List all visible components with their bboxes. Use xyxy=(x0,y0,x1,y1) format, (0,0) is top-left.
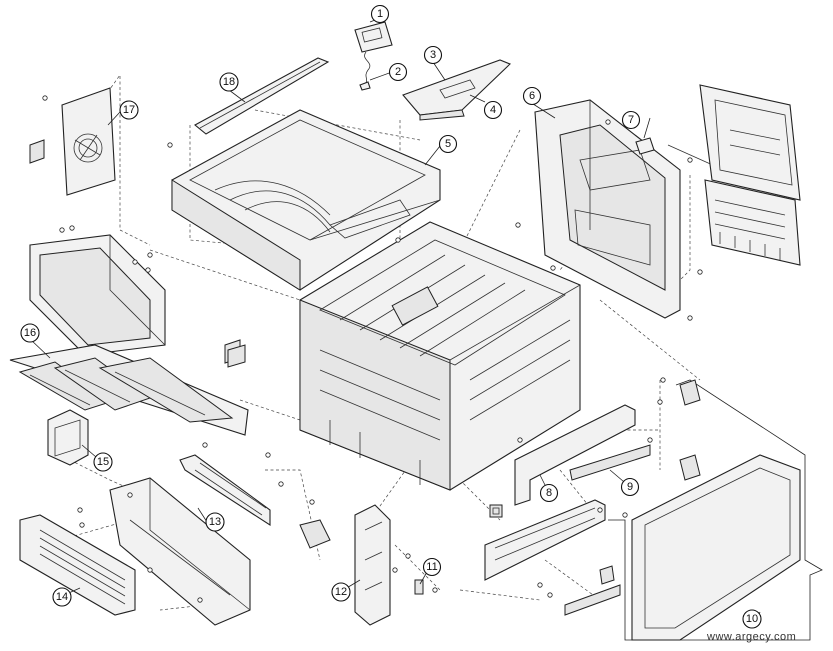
front-louver-panel-part xyxy=(19,514,136,616)
rear-guide-part xyxy=(179,454,271,527)
callout-12-label: 12 xyxy=(335,586,347,598)
screws xyxy=(42,95,703,603)
callout-6: 6 xyxy=(522,86,542,106)
callout-3-label: 3 xyxy=(430,49,436,61)
callout-4: 4 xyxy=(483,100,503,120)
callout-1-label: 1 xyxy=(377,8,383,20)
leader-lines xyxy=(29,17,761,623)
callout-5: 5 xyxy=(438,134,458,154)
callout-1: 1 xyxy=(370,4,390,24)
callout-15-label: 15 xyxy=(97,456,109,468)
callout-16-label: 16 xyxy=(24,327,36,339)
callout-11: 11 xyxy=(422,557,442,577)
callout-2: 2 xyxy=(388,62,408,82)
callout-7: 7 xyxy=(621,110,641,130)
callout-17: 17 xyxy=(119,100,139,120)
front-lower-panel-part xyxy=(484,499,621,616)
small-tab-part xyxy=(414,579,424,595)
vertical-bracket-part xyxy=(354,504,391,626)
tray-set-part xyxy=(9,344,249,436)
callout-4-label: 4 xyxy=(490,104,496,116)
callout-12: 12 xyxy=(331,582,351,602)
upper-right-panel-part xyxy=(699,84,801,201)
callout-14: 14 xyxy=(52,587,72,607)
callout-3: 3 xyxy=(423,45,443,65)
callout-13: 13 xyxy=(205,512,225,532)
fan-panel-part xyxy=(29,87,116,196)
callout-17-label: 17 xyxy=(123,104,135,116)
callout-10: 10 xyxy=(742,609,762,629)
callout-5-label: 5 xyxy=(445,138,451,150)
callout-11-label: 11 xyxy=(426,561,437,573)
right-side-cover-part xyxy=(534,99,681,319)
callout-18-label: 18 xyxy=(223,76,235,88)
watermark-text: www.argecy.com xyxy=(706,631,796,643)
callout-9: 9 xyxy=(620,477,640,497)
top-rail-part xyxy=(194,57,330,135)
callout-6-label: 6 xyxy=(529,90,535,102)
callout-16: 16 xyxy=(20,323,40,343)
top-cover-part xyxy=(171,109,441,291)
left-duct-part xyxy=(29,234,241,364)
printer-chassis xyxy=(227,221,581,491)
callout-8: 8 xyxy=(539,483,559,503)
base-plate-part xyxy=(109,477,331,626)
callout-9-label: 9 xyxy=(627,481,633,493)
clip-part xyxy=(489,504,503,518)
top-bezel-part xyxy=(402,59,511,121)
callout-15: 15 xyxy=(93,452,113,472)
front-cover-part xyxy=(599,379,823,641)
callout-14-label: 14 xyxy=(56,591,68,603)
right-guide-panel-part xyxy=(704,179,801,266)
callout-18: 18 xyxy=(219,72,239,92)
callout-2-label: 2 xyxy=(395,66,401,78)
callout-13-label: 13 xyxy=(209,516,221,528)
left-bracket-part xyxy=(47,409,89,466)
operator-panel-part xyxy=(354,21,393,91)
callout-7-label: 7 xyxy=(628,114,634,126)
callout-10-label: 10 xyxy=(746,613,758,625)
front-strip-part xyxy=(514,404,651,506)
callout-8-label: 8 xyxy=(546,487,552,499)
